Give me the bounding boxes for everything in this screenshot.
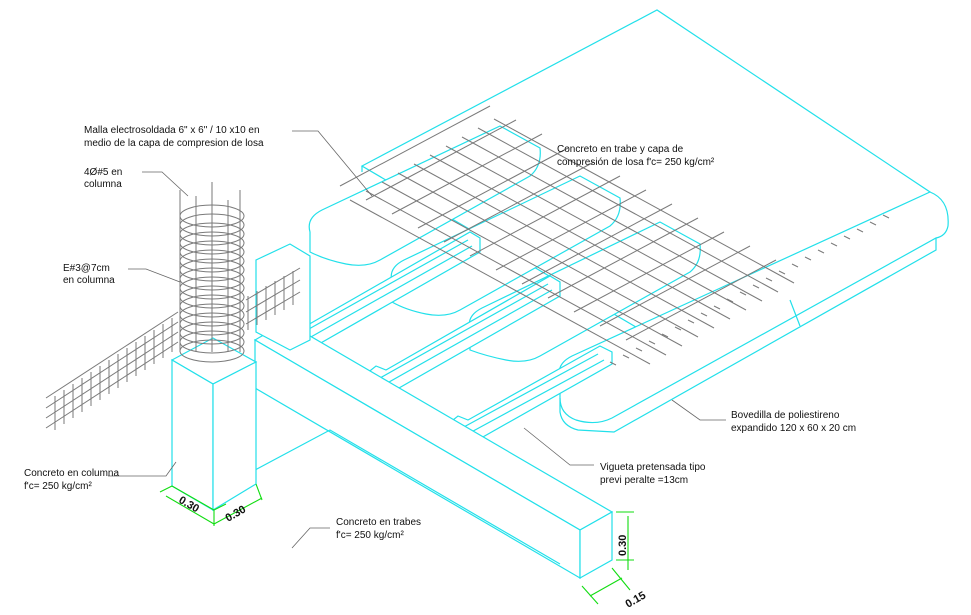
label-vigueta-line1: Vigueta pretensada tipo [600, 462, 706, 473]
mesh-tick [869, 221, 877, 226]
mesh-wire [349, 199, 651, 365]
label-estribos-line2: en columna [63, 275, 115, 286]
mesh-tick [648, 340, 656, 345]
mesh-tick [726, 298, 734, 303]
label-vigueta-line2: previ peralte =13cm [600, 475, 688, 486]
column-stirrup [179, 222, 245, 246]
mesh-tick [791, 263, 799, 268]
mesh-tick [700, 312, 708, 317]
mesh-tick [830, 242, 838, 247]
trabe-beam [253, 321, 614, 580]
label-varillas-line2: columna [84, 179, 122, 190]
label-malla-line1: Malla electrosoldada 6" x 6" / 10 x10 en [84, 125, 260, 136]
beam-rebar-bar [245, 291, 301, 325]
column-stirrup [179, 294, 245, 318]
mesh-wire [443, 161, 595, 243]
column-stirrup [179, 321, 245, 345]
column-stirrup [179, 303, 245, 327]
mesh-tick [778, 270, 786, 275]
label-trabes-line1: Concreto en trabes [336, 517, 421, 528]
rebar-cages [45, 182, 301, 430]
mesh-tick [674, 326, 682, 331]
column-stirrup [179, 312, 245, 336]
mesh-tick [609, 361, 617, 366]
label-varillas-line1: 4Ø#5 en [84, 167, 122, 178]
leader-lines [108, 130, 726, 549]
label-columna-line1: Concreto en columna [24, 468, 119, 479]
mesh-tick [622, 354, 630, 359]
column-stirrup [179, 330, 245, 354]
column-stirrup [179, 213, 245, 237]
viguetas [285, 231, 613, 443]
mesh-wire [381, 181, 683, 347]
mesh-wire [573, 231, 725, 313]
label-estribos-line1: E#3@7cm [63, 263, 110, 274]
beam-rebar-bar [45, 341, 179, 429]
label-columna-line2: f'c= 250 kg/cm² [24, 481, 92, 492]
mesh-tick [635, 347, 643, 352]
label-malla-line2: medio de la capa de compresion de losa [84, 138, 264, 149]
column-stirrup [179, 339, 245, 363]
mesh-wire [445, 145, 747, 311]
mesh-wire [625, 259, 777, 341]
column-stirrup [179, 285, 245, 309]
mesh-wire [365, 190, 667, 356]
mesh-tick [739, 291, 747, 296]
beam-rebar-bar [45, 321, 179, 409]
mesh-tick [765, 277, 773, 282]
mesh-wire [397, 172, 699, 338]
column-stirrup [179, 249, 245, 273]
dim-column-b: 0.30 [224, 503, 249, 524]
mesh-wire [477, 127, 779, 293]
mesh-wire [469, 175, 621, 257]
mesh-wire [547, 217, 699, 299]
mesh-tick [843, 235, 851, 240]
label-trabes-line2: f'c= 250 kg/cm² [336, 530, 404, 541]
column-stirrup [179, 240, 245, 264]
column-stirrup [179, 231, 245, 255]
mesh-wire [413, 163, 715, 329]
dim-beam-height: 0.30 [617, 535, 629, 556]
bovedilla-blocks [308, 125, 949, 433]
label-concreto-losa-line1: Concreto en trabe y capa de [557, 144, 684, 155]
mesh-tick [856, 228, 864, 233]
mesh-wire [429, 154, 731, 320]
welded-mesh [339, 105, 890, 366]
mesh-tick [661, 333, 669, 338]
label-bovedilla-line1: Bovedilla de poliestireno [731, 410, 840, 421]
mesh-wire [493, 118, 795, 284]
column-stirrup [179, 267, 245, 291]
mesh-wire [495, 189, 647, 271]
column-stirrup [179, 258, 245, 282]
beam-rebar-bar [245, 279, 301, 313]
mesh-tick [687, 319, 695, 324]
mesh-wire [339, 105, 491, 187]
beam-rebar-bar [45, 311, 179, 399]
mesh-tick [817, 249, 825, 254]
mesh-wire [461, 136, 763, 302]
mesh-wire [521, 203, 673, 285]
mesh-wire [417, 147, 569, 229]
mesh-tick [804, 256, 812, 261]
dimension-lines [159, 483, 634, 605]
mesh-wire [599, 245, 751, 327]
mesh-tick [713, 305, 721, 310]
dim-beam-width: 0.15 [624, 589, 649, 610]
label-bovedilla-line2: expandido 120 x 60 x 20 cm [731, 423, 856, 434]
column-stirrup [179, 204, 245, 228]
beam-rebar-bar [45, 331, 179, 419]
label-concreto-losa-line2: compresión de losa f'c= 250 kg/cm² [557, 157, 715, 168]
beam-rebar-bar [245, 267, 301, 301]
mesh-tick [752, 284, 760, 289]
column-stirrup [179, 276, 245, 300]
mesh-tick [882, 214, 890, 219]
